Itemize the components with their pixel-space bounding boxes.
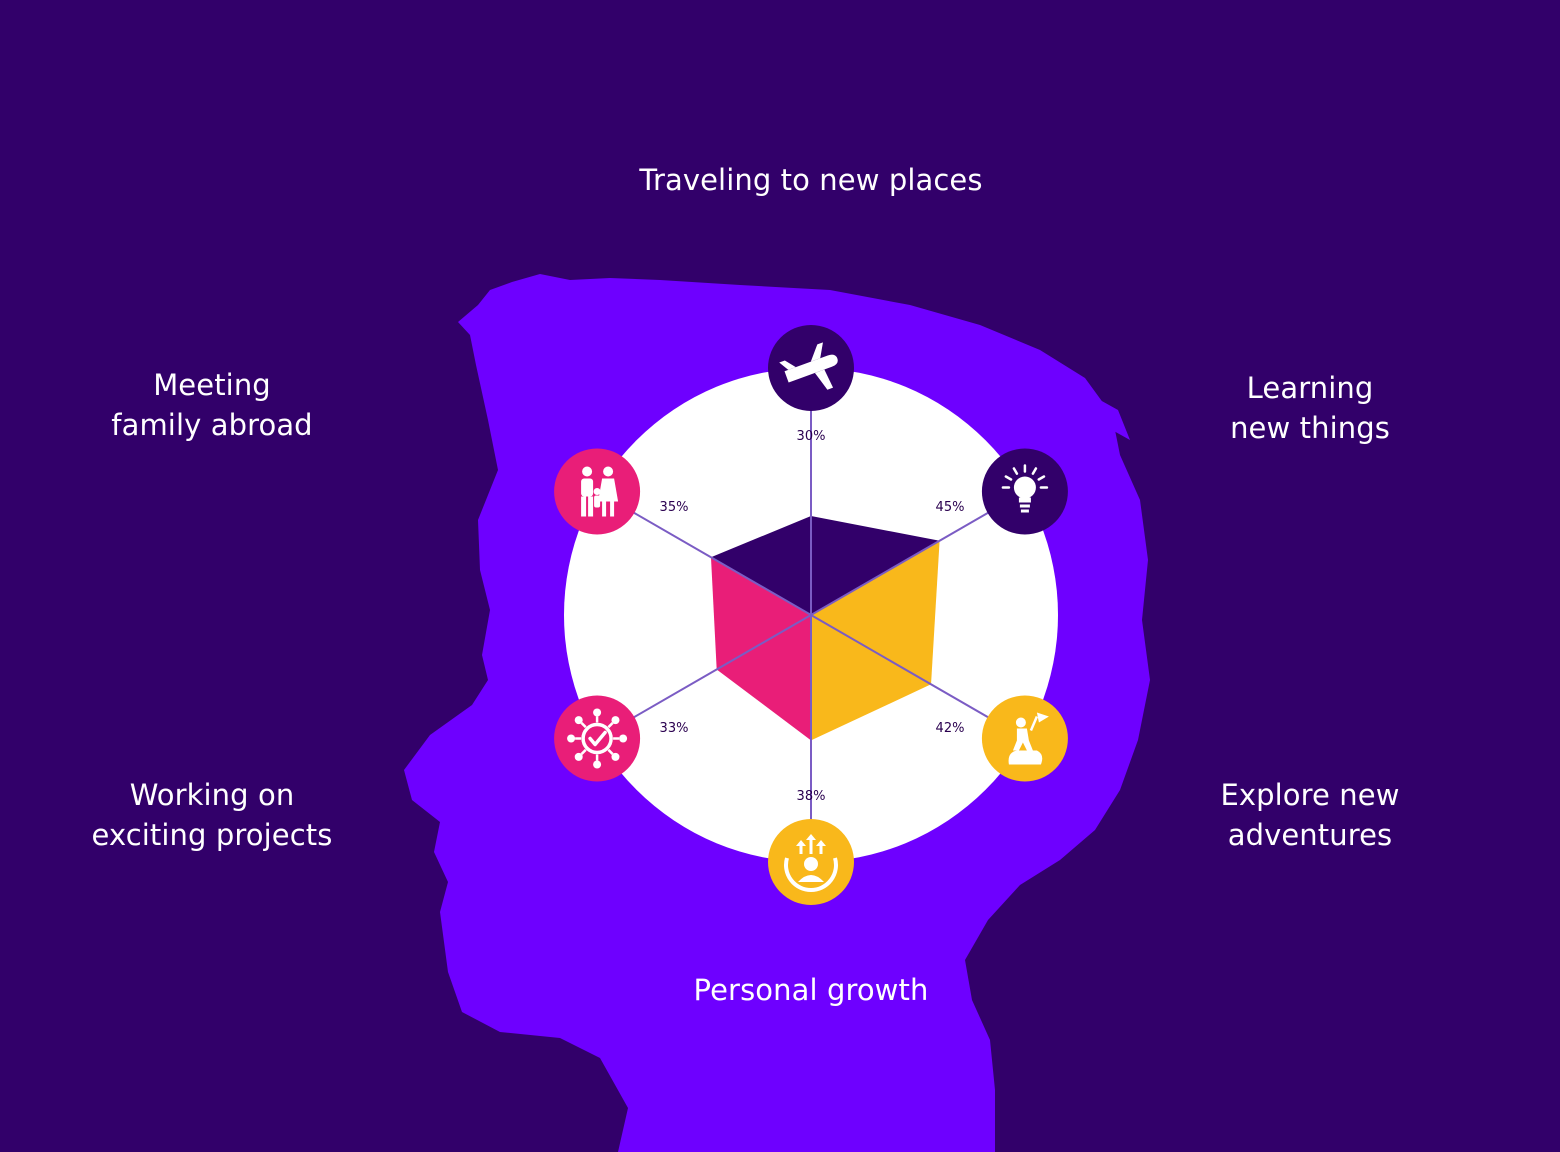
icon-badge	[768, 325, 854, 411]
lightbulb-icon	[1001, 464, 1049, 513]
network-check-icon	[567, 708, 628, 769]
icon-badge	[554, 448, 641, 535]
wedge-pink	[710, 557, 811, 741]
climber-flag-icon	[1008, 712, 1049, 765]
personal-growth-icon	[784, 834, 838, 892]
label-meeting: Meeting family abroad	[111, 368, 313, 442]
hair-tuft	[1100, 400, 1130, 440]
family-icon	[581, 466, 619, 517]
value-label: 35%	[660, 500, 689, 515]
icon-badge	[981, 695, 1068, 782]
icon-badge	[981, 448, 1068, 535]
label-personal-growth: Personal growth	[693, 973, 929, 1007]
wedge-yellow	[811, 540, 940, 741]
icon-badge	[554, 695, 641, 782]
label-explore: Explore new adventures	[1220, 778, 1400, 852]
value-label: 38%	[797, 789, 826, 804]
icon-badge	[768, 819, 854, 905]
airplane-icon	[779, 342, 838, 390]
wedge-dark	[710, 516, 940, 615]
label-traveling: Traveling to new places	[639, 163, 983, 197]
value-label: 33%	[660, 721, 689, 736]
label-working: Working on exciting projects	[91, 778, 333, 852]
value-label: 45%	[936, 500, 965, 515]
value-label: 42%	[936, 721, 965, 736]
label-learning: Learning new things	[1230, 371, 1390, 445]
value-label: 30%	[797, 429, 826, 444]
